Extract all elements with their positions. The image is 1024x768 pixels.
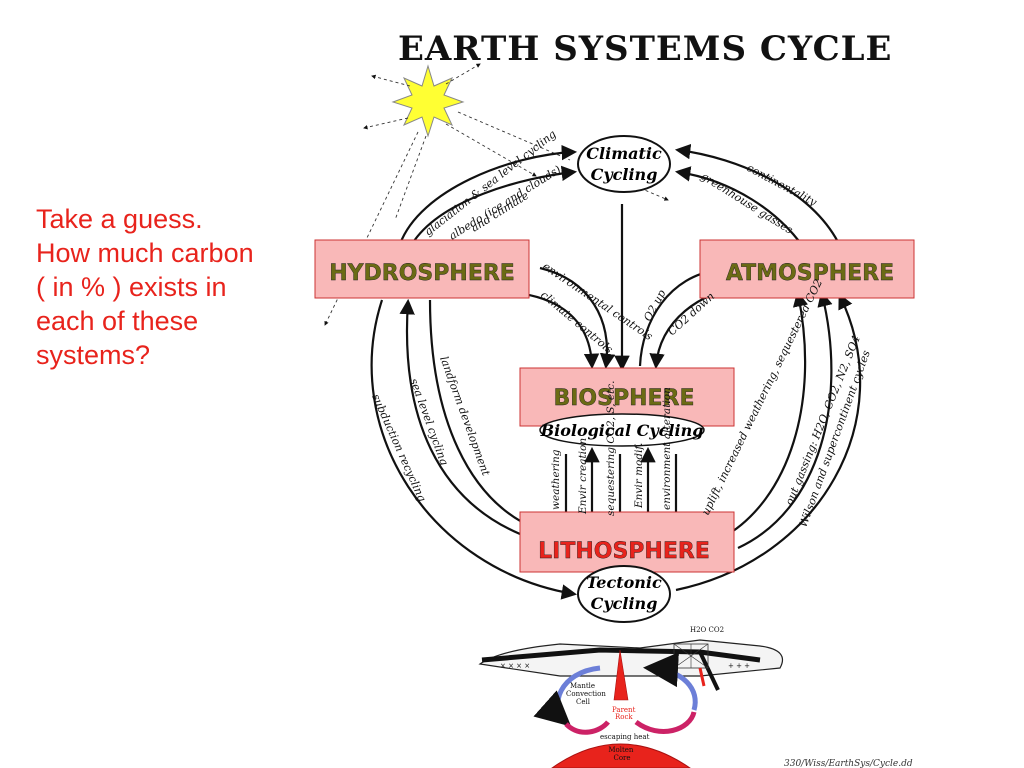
biosphere-label: BIOSPHERE bbox=[553, 386, 694, 411]
label-sequestering: sequestering CO2, S, etc. bbox=[605, 381, 617, 516]
arrow-environmental-controls bbox=[539, 266, 616, 370]
label-co2-down: CO2 down bbox=[665, 290, 717, 339]
lithosphere-label: LITHOSPHERE bbox=[538, 539, 710, 564]
question-line-1: Take a guess. bbox=[36, 204, 203, 234]
biological-label: Biological Cycling bbox=[540, 421, 704, 440]
climatic-label-2: Cycling bbox=[591, 165, 658, 184]
question-text: Take a guess. How much carbon ( in % ) e… bbox=[36, 202, 326, 372]
tectonic-label-2: Cycling bbox=[591, 594, 658, 613]
convection-arrows bbox=[533, 652, 698, 735]
label-weathering: weathering bbox=[550, 449, 562, 510]
escaping-heat-label: escaping heat bbox=[600, 733, 650, 741]
atmosphere-label: ATMOSPHERE bbox=[726, 261, 894, 286]
label-sea-level: sea level cycling bbox=[407, 377, 451, 468]
arrow-outgassing bbox=[737, 291, 833, 549]
label-co2-up: O2 up bbox=[641, 288, 668, 324]
label-envir-creation: Envir creation bbox=[577, 438, 589, 515]
label-environment-alteration: environment alteration bbox=[661, 387, 673, 510]
arrow-albedo bbox=[411, 165, 578, 245]
tectonic-illustration: × × × × + + + H2O CO2 Mantle Convection … bbox=[478, 626, 784, 768]
molten-core-label: Molten Core bbox=[608, 746, 635, 762]
parent-rock-label: Parent Rock bbox=[612, 706, 638, 721]
question-line-2: How much carbon bbox=[36, 238, 254, 268]
climatic-label-1: Climatic bbox=[586, 144, 662, 163]
diagram-title: EARTH SYSTEMS CYCLE bbox=[398, 29, 892, 69]
climatic-cycling-oval: Climatic Cycling bbox=[577, 135, 671, 193]
arrow-continentality bbox=[674, 143, 839, 243]
water-symbols-label: H2O CO2 bbox=[690, 626, 724, 634]
arrow-greenhouse bbox=[674, 166, 809, 255]
biological-cycling-oval: Biological Cycling bbox=[539, 413, 705, 447]
arrow-glaciation bbox=[398, 144, 578, 245]
question-line-4: each of these bbox=[36, 306, 199, 336]
tectonic-label-1: Tectonic bbox=[586, 573, 662, 592]
arrow-landform bbox=[428, 299, 537, 531]
atmosphere-box: ATMOSPHERE bbox=[699, 239, 915, 299]
mantle-label: Mantle Convection Cell bbox=[566, 682, 608, 706]
hydrosphere-box: HYDROSPHERE bbox=[314, 239, 530, 299]
hydrosphere-label: HYDROSPHERE bbox=[329, 261, 515, 286]
arrow-uplift bbox=[721, 290, 809, 539]
label-envir-modif: Envir modif. bbox=[633, 443, 645, 509]
crust-marks: × × × × bbox=[500, 662, 530, 670]
question-line-3: ( in % ) exists in bbox=[36, 272, 227, 302]
question-line-5: systems? bbox=[36, 340, 151, 370]
arrow-sea-level bbox=[399, 298, 521, 536]
sun-icon bbox=[324, 63, 669, 326]
footer-credit: 330/Wiss/EarthSys/Cycle.dd bbox=[784, 759, 913, 768]
lithosphere-box: LITHOSPHERE bbox=[519, 511, 735, 573]
crust-marks-right: + + + bbox=[728, 662, 750, 670]
arrow-subduction bbox=[370, 299, 578, 600]
tectonic-cycling-oval: Tectonic Cycling bbox=[577, 565, 671, 623]
